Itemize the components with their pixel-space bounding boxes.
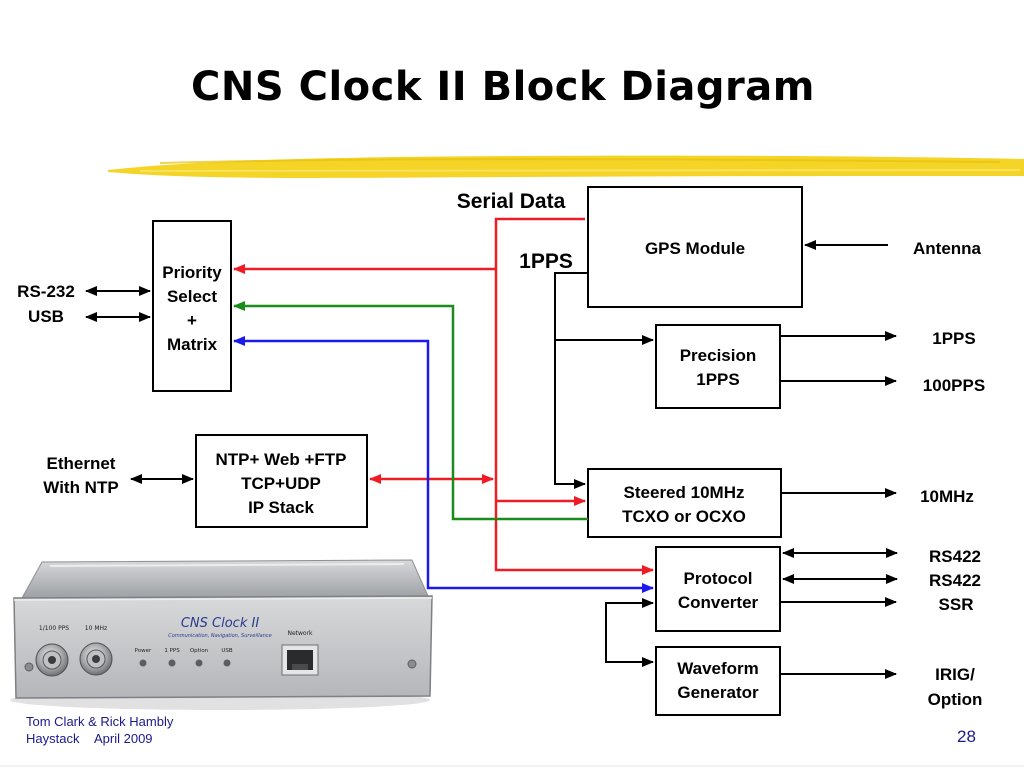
steered-line-2: TCXO or OCXO [622, 507, 746, 526]
ethernet-label-1: Ethernet [47, 454, 116, 473]
device-subtitle-label: Communication, Navigation, Surveillance [168, 633, 271, 639]
bnc-connector-2 [79, 642, 113, 676]
out-ssr-label: SSR [939, 595, 974, 614]
device-led-usb-label: USB [221, 648, 233, 654]
gps-module-box: GPS Module [587, 186, 803, 308]
led-option [195, 659, 203, 667]
priority-line-1: Priority [162, 263, 222, 282]
serial-data-label: Serial Data [457, 190, 566, 213]
slide-title: CNS Clock II Block Diagram [191, 64, 815, 110]
footer-org: Haystack [26, 731, 80, 746]
precision-line-2: 1PPS [696, 370, 739, 389]
usb-label: USB [28, 307, 64, 326]
waveform-line-2: Generator [677, 683, 759, 702]
antenna-label: Antenna [913, 239, 982, 258]
device-led-1pps-label: 1 PPS [164, 648, 180, 654]
highlighter-underline [108, 155, 1024, 178]
steered-10mhz-box: Steered 10MHz TCXO or OCXO [587, 468, 782, 538]
priority-select-box: Priority Select + Matrix [152, 220, 232, 392]
out-1pps-label: 1PPS [932, 329, 975, 348]
ntp-line-3: IP Stack [248, 498, 314, 517]
page-number: 28 [957, 727, 976, 746]
cns-clock-device-photo: CNS Clock II Communication, Navigation, … [10, 559, 433, 710]
bnc-connector-1 [35, 643, 69, 677]
device-network-label: Network [287, 630, 313, 637]
priority-to-protocol-line [233, 336, 654, 593]
protocol-converter-box: Protocol Converter [655, 546, 781, 632]
out-10mhz-label: 10MHz [920, 487, 974, 506]
ntp-line-1: NTP+ Web +FTP [216, 450, 347, 469]
footer-date: April 2009 [94, 731, 153, 746]
priority-line-4: Matrix [167, 335, 218, 354]
ntp-stack-box: NTP+ Web +FTP TCP+UDP IP Stack [195, 434, 368, 528]
ethernet-label-2: With NTP [43, 478, 118, 497]
rs232-label: RS-232 [17, 282, 75, 301]
device-led-option-label: Option [190, 648, 209, 654]
precision-1pps-box: Precision 1PPS [655, 324, 781, 409]
waveform-line-1: Waveform [677, 659, 759, 678]
precision-line-1: Precision [680, 346, 757, 365]
device-led-power-label: Power [135, 648, 152, 654]
pps-bus-label: 1PPS [519, 250, 573, 273]
protocol-line-1: Protocol [684, 569, 753, 588]
protocol-waveform-link [605, 598, 654, 667]
rj45-network-port [281, 644, 319, 676]
device-port-2-label: 10 MHz [85, 625, 107, 632]
out-irig-label-2: Option [928, 690, 983, 709]
led-usb [223, 659, 231, 667]
out-rs422-1-label: RS422 [929, 547, 981, 566]
protocol-line-2: Converter [678, 593, 759, 612]
priority-line-3: + [187, 311, 197, 330]
footer-author: Tom Clark & Rick Hambly [26, 714, 174, 729]
pps-bus-line [554, 272, 588, 489]
led-1pps [168, 659, 176, 667]
device-port-1-label: 1/100 PPS [39, 625, 69, 632]
steered-line-1: Steered 10MHz [624, 483, 745, 502]
waveform-generator-box: Waveform Generator [655, 646, 781, 716]
out-rs422-2-label: RS422 [929, 571, 981, 590]
device-name-label: CNS Clock II [181, 616, 259, 631]
gps-module-label: GPS Module [645, 239, 745, 258]
out-irig-label-1: IRIG/ [935, 665, 975, 684]
out-100pps-label: 100PPS [923, 376, 985, 395]
ntp-line-2: TCP+UDP [241, 474, 321, 493]
led-power [139, 659, 147, 667]
priority-line-2: Select [167, 287, 217, 306]
